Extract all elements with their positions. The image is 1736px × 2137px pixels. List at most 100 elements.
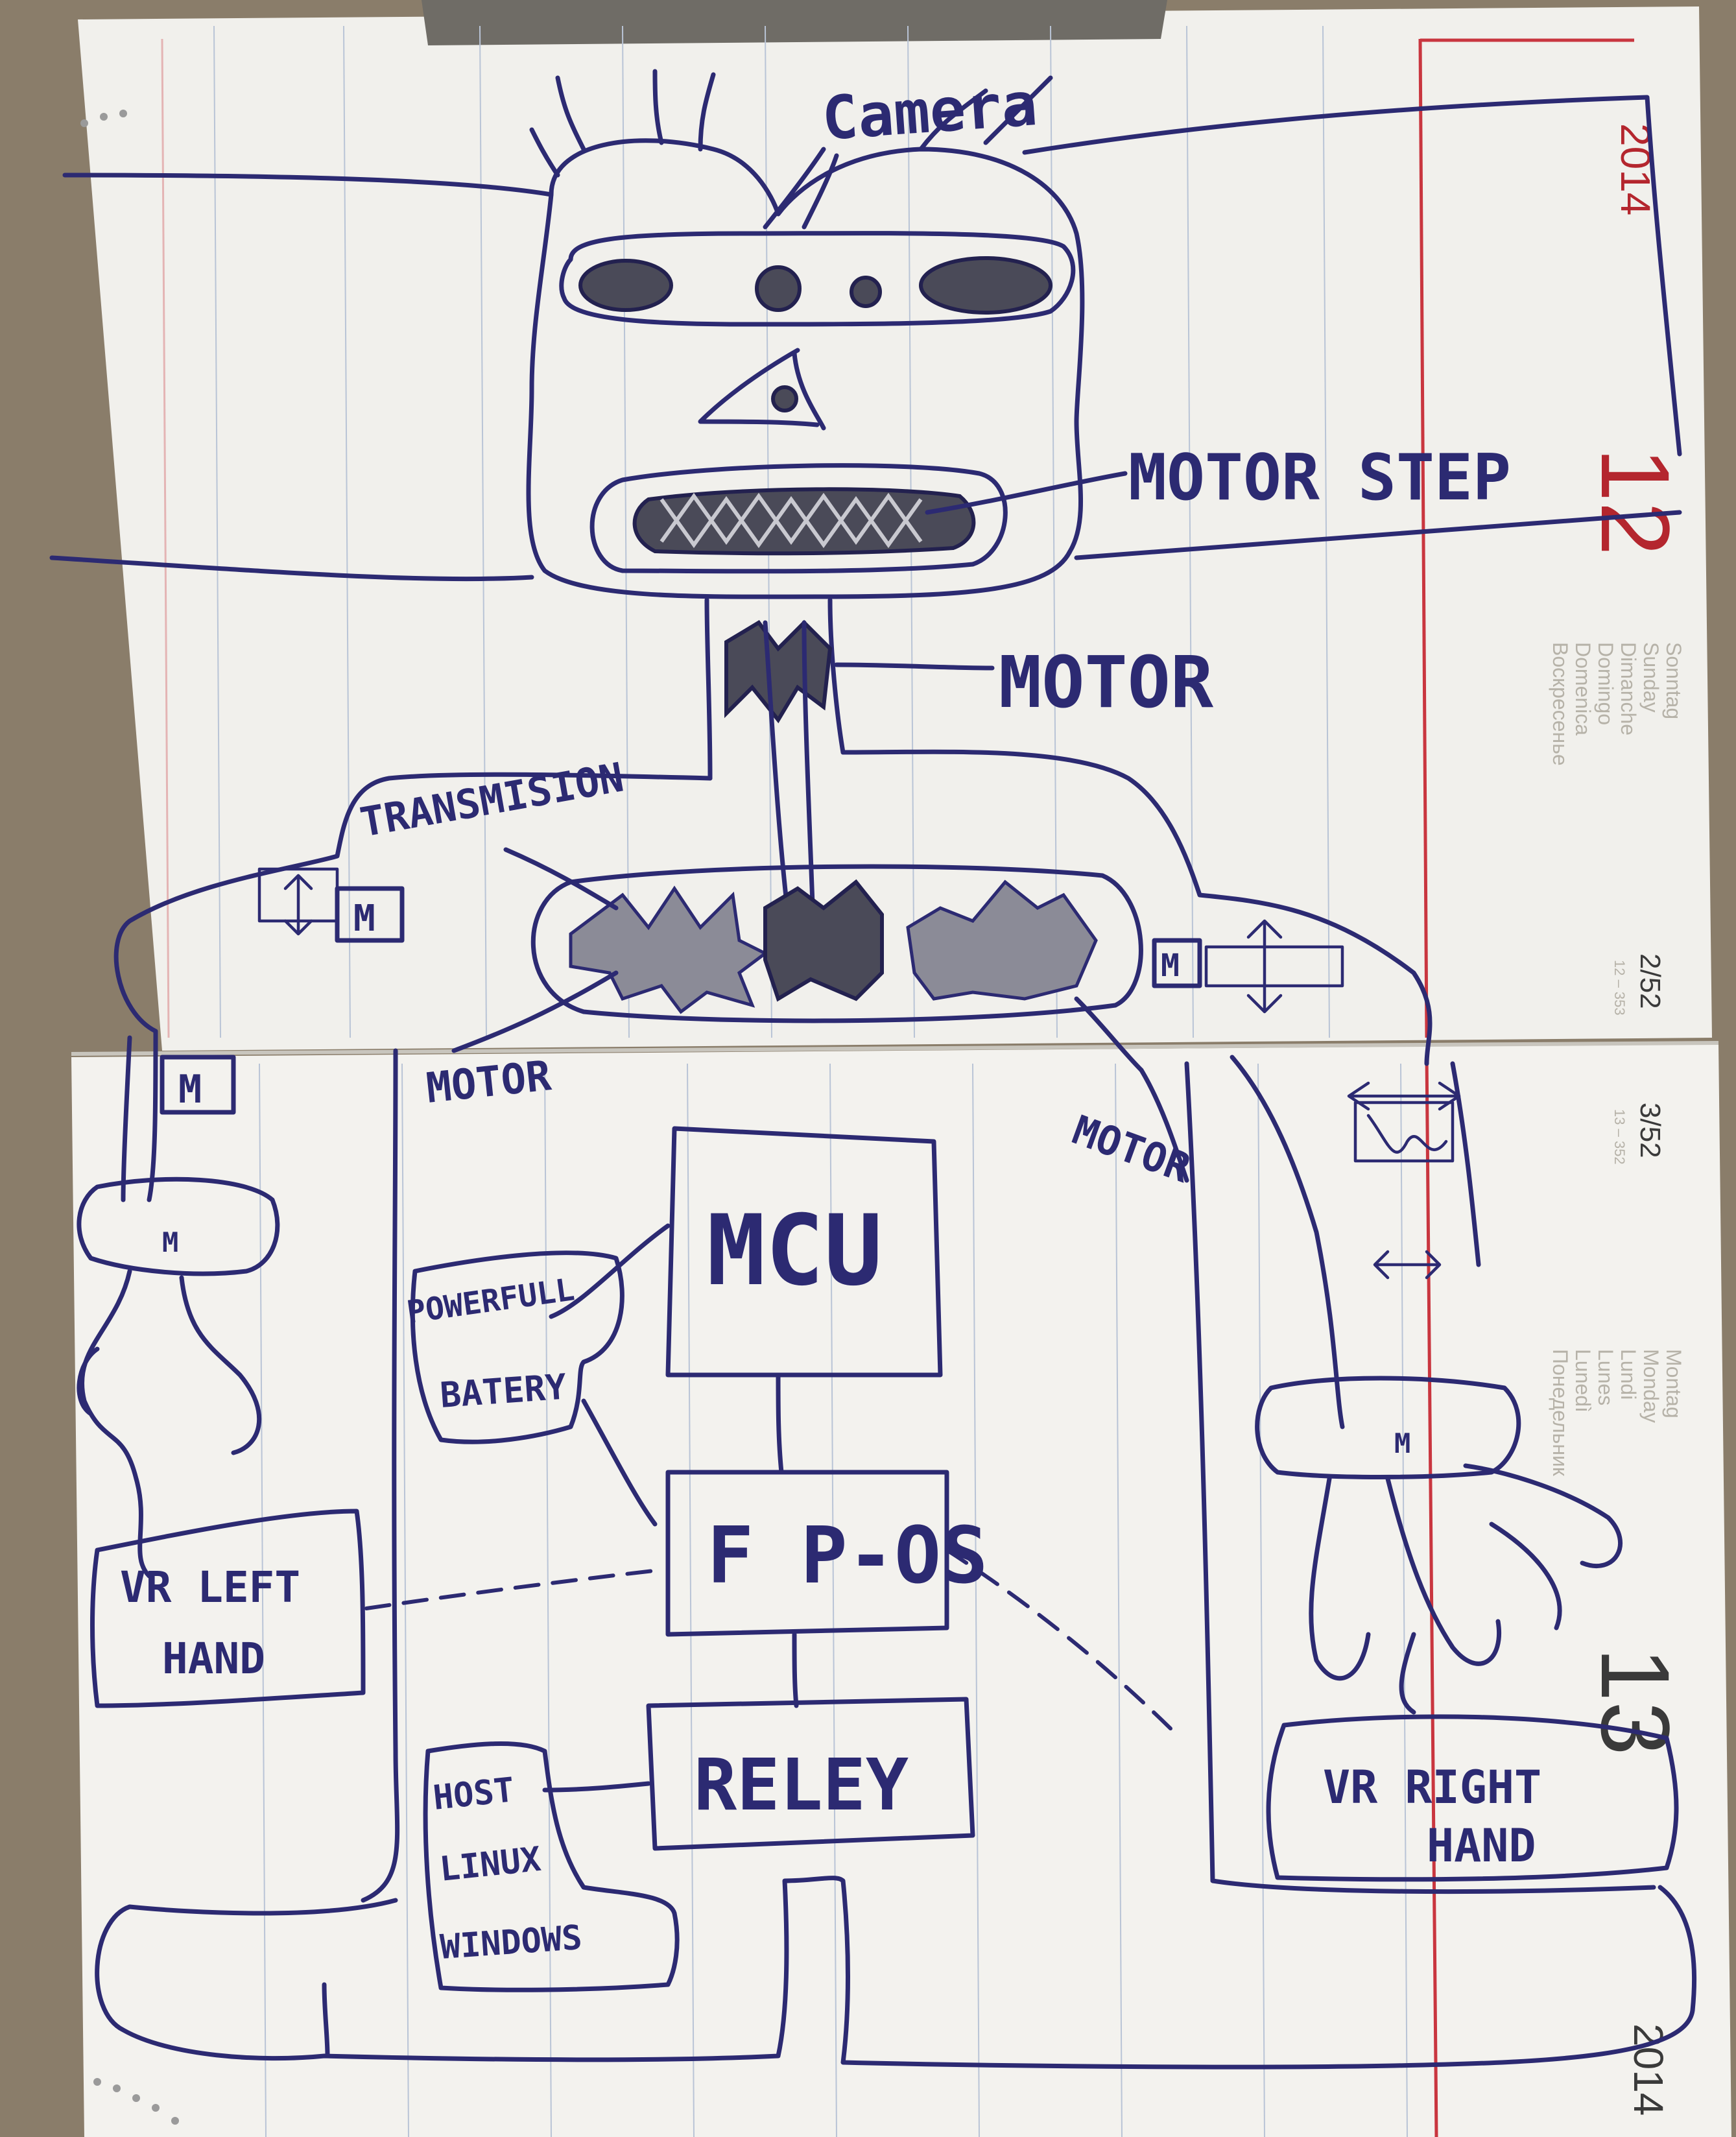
robot-base (95, 1876, 1696, 2070)
gear-left (569, 885, 768, 1014)
transmission-pointer (503, 847, 619, 911)
weekdays-sunday: Sonntag Sunday Dimanche Domingo Domenica… (1549, 642, 1685, 766)
mcu-box (665, 1126, 943, 1378)
host-box (423, 1741, 680, 1992)
base-outline (95, 1876, 1696, 2070)
right-shoulder-motor-box (1152, 938, 1202, 988)
motor-step-pointer (925, 471, 1128, 515)
right-forearm-motor-label: M (1394, 1427, 1410, 1459)
label-motor-step: MOTOR STEP (1128, 441, 1511, 515)
host-to-reley (542, 1781, 651, 1793)
right-wrist-arrow (1373, 1250, 1442, 1280)
left-forearm-band (77, 1176, 280, 1276)
svg-text:Domingo: Domingo (1594, 642, 1617, 725)
right-arm-outline (1184, 1055, 1656, 1894)
nose (698, 348, 826, 431)
battery-to-mcu (549, 1223, 671, 1319)
left-forearm-motor-label: M (162, 1226, 178, 1258)
link-fpos-to-vr-right (945, 1548, 1182, 1740)
transmission-band (530, 864, 1143, 1023)
svg-text:Monday: Monday (1639, 1349, 1663, 1423)
battery-line2: BATERY (439, 1366, 568, 1415)
planner-printed-text: 2014 12 2/52 12 – 353 Sonntag Sunday Dim… (1549, 123, 1690, 2116)
reley-box (646, 1697, 975, 1851)
gear-right (906, 879, 1098, 1001)
robot-head: Camera MOTOR STEP (49, 69, 1682, 599)
fpos-label: F P-OS (707, 1511, 988, 1601)
vr-right-hand-line2: HAND (1427, 1819, 1536, 1872)
neck-outline (704, 597, 846, 781)
week-bottom: 3/52 (1634, 1103, 1666, 1158)
left-shoulder-arrow (283, 874, 313, 936)
cover-strip (422, 0, 1167, 45)
svg-text:Lunedì: Lunedì (1571, 1349, 1595, 1413)
svg-text:Lunes: Lunes (1594, 1349, 1617, 1405)
weekdays-monday: Montag Monday Lundi Lunes Lunedì Понедел… (1549, 1349, 1685, 1477)
reley-label: RELEY (694, 1743, 909, 1826)
vr-left-hand-box (90, 1509, 366, 1708)
camera-lens (755, 265, 802, 312)
left-shoulder-joint: M (257, 867, 405, 943)
mcu-to-fpos (776, 1372, 784, 1475)
pink-margin-top (161, 38, 170, 1038)
week-bottom-range: 13 – 352 (1611, 1109, 1628, 1165)
svg-text:Sunday: Sunday (1639, 642, 1663, 713)
fpos-to-reley (792, 1632, 799, 1708)
right-shoulder-motor-label: M (1161, 948, 1180, 984)
robot-left-arm: M M VR LEFT HAND MOTOR (77, 1029, 554, 1903)
mcu-label: MCU (707, 1195, 883, 1307)
right-shoulder-bracket (1204, 945, 1344, 988)
red-margin-lines (161, 38, 1634, 2137)
shoulders-outline (113, 749, 1433, 1066)
battery-box (410, 1250, 624, 1444)
page-bottom (71, 1044, 1731, 2137)
left-elbow-motor-box (160, 1055, 236, 1115)
svg-text:Domenica: Domenica (1571, 642, 1595, 735)
page-fold (71, 1041, 1719, 1056)
svg-text:Lundi: Lundi (1617, 1349, 1640, 1400)
right-hand (1309, 1463, 1623, 1715)
host-line1: HOST (431, 1771, 516, 1818)
vr-left-hand-line1: VR LEFT (120, 1562, 300, 1612)
label-motor-neck: MOTOR (999, 641, 1214, 724)
svg-text:Dimanche: Dimanche (1617, 642, 1640, 735)
teeth (660, 492, 923, 545)
robot-neck: MOTOR (704, 597, 1214, 943)
visor-band (559, 231, 1076, 327)
vr-right-hand-box (1266, 1714, 1679, 1882)
right-eye (919, 256, 1052, 315)
ruled-lines-bottom (259, 1063, 1408, 2137)
camera-pointer (763, 147, 839, 230)
day-13: 13 (1581, 1647, 1690, 1756)
mouth-outer (589, 463, 1008, 574)
fpos-box (665, 1470, 949, 1637)
link-vr-left-to-fpos (364, 1568, 667, 1610)
week-top: 2/52 (1634, 953, 1666, 1009)
left-hand (77, 1269, 262, 1579)
vr-left-hand-line2: HAND (162, 1634, 265, 1684)
left-arm-outline (121, 1029, 400, 1903)
battery-to-fpos (581, 1398, 658, 1527)
binder-dots (80, 110, 179, 2125)
torso-pointer-right (1074, 996, 1144, 1073)
torso-pointer-left (451, 970, 619, 1053)
day-12: 12 (1581, 448, 1690, 556)
gear-middle (763, 879, 884, 1002)
left-shoulder-motor-label: M (353, 898, 375, 940)
right-shoulder-arrow (1246, 919, 1283, 1014)
motor-right-pointer (1139, 1068, 1189, 1183)
red-margin-top (1418, 38, 1429, 1038)
motor-neck-pointer (834, 662, 995, 671)
left-eye (578, 259, 673, 312)
week-top-range: 12 – 353 (1611, 960, 1628, 1016)
right-elbow-arrow (1347, 1081, 1461, 1111)
vr-right-hand-line1: VR RIGHT (1323, 1761, 1541, 1814)
svg-text:Воскресенье: Воскресенье (1549, 642, 1572, 766)
base-inner-left (322, 1982, 330, 2059)
red-margin-bottom (1425, 1053, 1438, 2137)
right-elbow-bracket (1353, 1101, 1455, 1163)
svg-text:Sonntag: Sonntag (1662, 642, 1685, 719)
right-elbow-spring (1366, 1114, 1448, 1154)
head-outline (526, 138, 1085, 599)
